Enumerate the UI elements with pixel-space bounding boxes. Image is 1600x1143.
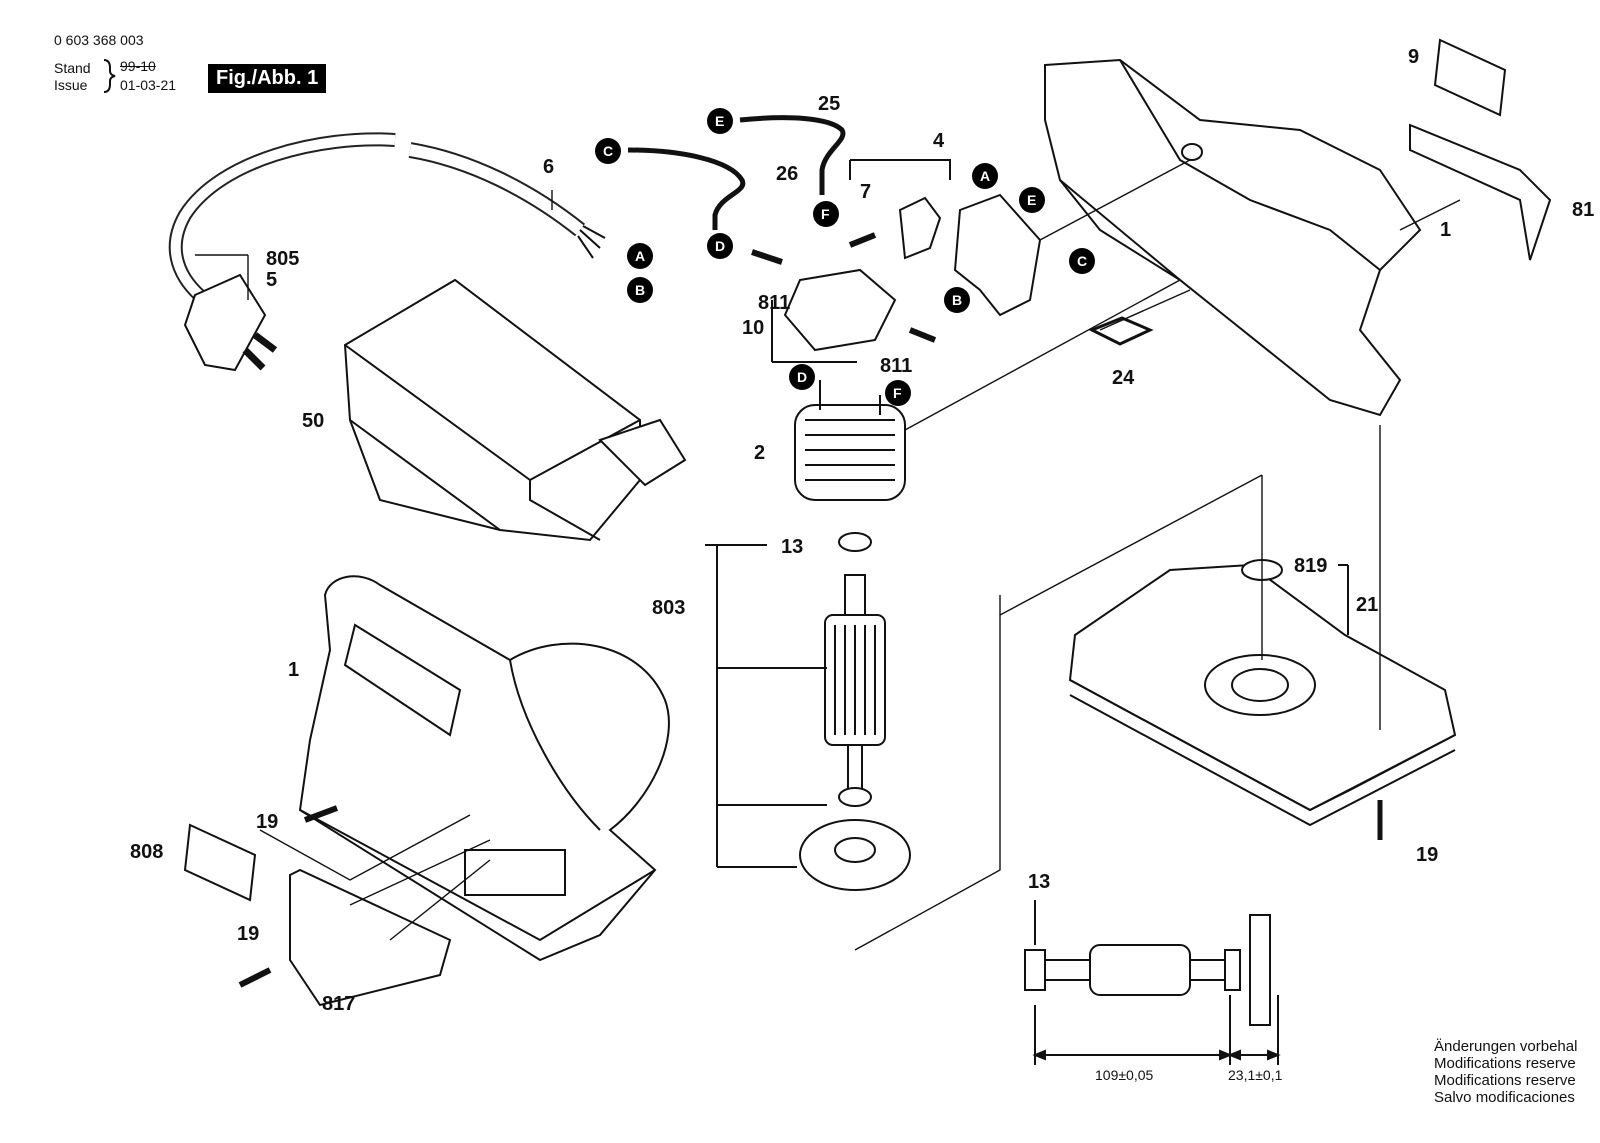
svg-text:E: E: [715, 113, 724, 129]
part-label-7: 7: [860, 181, 871, 203]
note-fr: Modifications reserve: [1434, 1072, 1576, 1089]
header-brace: [103, 59, 116, 93]
connector-A-cord: A: [627, 243, 653, 269]
part-label-817: 817: [322, 993, 355, 1015]
part-label-19-lower: 19: [237, 923, 259, 945]
note-en: Modifications reserve: [1434, 1055, 1576, 1072]
issue-date: 01-03-21: [120, 77, 177, 93]
power-plug: [183, 273, 278, 372]
connector-B-switch: B: [944, 287, 970, 313]
connector-E-switch: E: [1019, 187, 1045, 213]
modification-notes: Änderungen vorbehal Modifications reserv…: [1434, 1038, 1577, 1106]
connector-D-coil: D: [789, 364, 815, 390]
connector-F-coil: F: [885, 380, 911, 406]
part-label-811-b: 811: [880, 355, 912, 377]
part-label-819: 819: [1294, 555, 1327, 577]
part-label-1-tool: 1: [288, 659, 299, 681]
screw-7: [848, 232, 877, 248]
armature-dimension-detail: [1024, 900, 1281, 1065]
svg-text:D: D: [797, 369, 807, 385]
housing-half: [1044, 58, 1422, 417]
part-label-1-housing: 1: [1440, 219, 1451, 241]
part-label-2: 2: [754, 442, 765, 464]
issue-label: Issue: [54, 77, 88, 93]
stand-label: Stand: [54, 60, 91, 76]
svg-text:C: C: [603, 143, 613, 159]
part-label-26: 26: [776, 163, 798, 185]
svg-text:C: C: [1077, 253, 1087, 269]
part-label-4: 4: [933, 130, 945, 152]
wire-26: [627, 147, 746, 230]
wire-25: [739, 115, 846, 195]
part-label-10: 10: [742, 317, 764, 339]
part-label-13: 13: [781, 536, 803, 558]
power-cord: [168, 132, 606, 306]
part-label-25: 25: [818, 93, 840, 115]
brush-holder-assembly: [751, 249, 937, 363]
dimension-offset: 23,1±0,1: [1228, 1067, 1283, 1083]
part-label-6: 6: [543, 156, 554, 178]
note-es: Salvo modificaciones: [1434, 1089, 1575, 1106]
part-label-808: 808: [130, 841, 163, 863]
part-label-81: 81: [1572, 199, 1594, 221]
sanding-pad: [1068, 559, 1457, 827]
field-coil: [794, 380, 906, 501]
part-label-9: 9: [1408, 46, 1419, 68]
stand-value-struck: 99-10: [120, 58, 156, 74]
part-label-19-pad: 19: [1416, 844, 1438, 866]
connector-F-wire: F: [813, 201, 839, 227]
part-label-803: 803: [652, 597, 685, 619]
part-label-21: 21: [1356, 594, 1378, 616]
part-label-5: 5: [266, 269, 277, 291]
part-label-805: 805: [266, 248, 299, 270]
connector-D-wire: D: [707, 233, 733, 259]
screw-19-tool: [303, 805, 339, 823]
part-label-19-tool: 19: [256, 811, 278, 833]
connector-C-wire: C: [595, 138, 621, 164]
dimension-length: 109±0,05: [1095, 1067, 1154, 1083]
document-number: 0 603 368 003: [54, 32, 144, 48]
svg-text:F: F: [821, 206, 830, 222]
label-plate-9: [1433, 38, 1507, 117]
screw-19-lower: [238, 967, 272, 988]
svg-text:D: D: [715, 238, 725, 254]
clip-81: [1409, 123, 1552, 261]
dust-box: [343, 278, 687, 542]
svg-text:F: F: [893, 385, 902, 401]
connector-C-switch: C: [1069, 248, 1095, 274]
armature: [705, 532, 911, 891]
gasket-24: [1088, 316, 1154, 346]
svg-text:B: B: [952, 292, 962, 308]
clip-817: [289, 868, 452, 1007]
connector-B-cord: B: [627, 277, 653, 303]
figure-title: Fig./Abb. 1: [208, 64, 327, 93]
part-label-811-a: 811: [758, 292, 790, 314]
part-label-50: 50: [302, 410, 324, 432]
svg-text:E: E: [1027, 192, 1036, 208]
part-label-13-detail: 13: [1028, 871, 1050, 893]
note-de: Änderungen vorbehal: [1434, 1038, 1578, 1055]
svg-text:A: A: [635, 248, 645, 264]
svg-text:A: A: [980, 168, 990, 184]
svg-text:B: B: [635, 282, 645, 298]
label-plate-808: [183, 823, 257, 902]
connector-A-switch: A: [972, 163, 998, 189]
switch-assembly: [849, 159, 1042, 317]
connector-E-wire: E: [707, 108, 733, 134]
part-label-24: 24: [1112, 367, 1135, 389]
